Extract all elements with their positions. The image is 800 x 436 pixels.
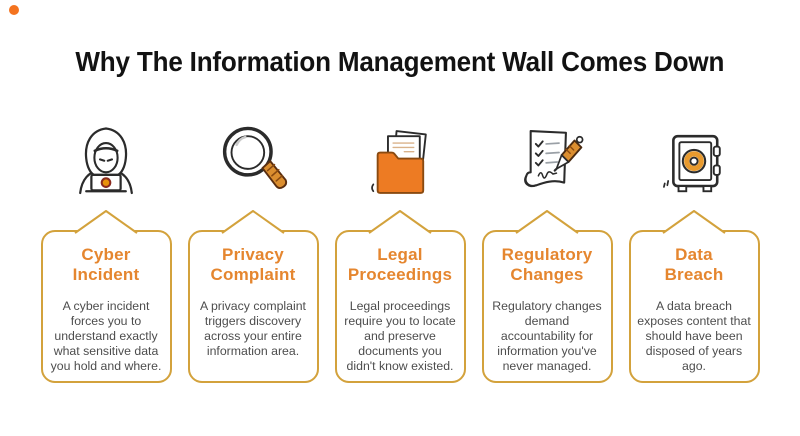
magnifier-icon — [188, 114, 319, 206]
card-title: Cyber Incident — [72, 245, 140, 285]
header: Why The Information Management Wall Come… — [0, 0, 800, 78]
folder-icon — [335, 114, 466, 206]
card-column-legal-proceedings: Legal Proceedings Legal proceedings requ… — [334, 114, 466, 383]
card-column-cyber-incident: Cyber Incident A cyber incident forces y… — [40, 114, 172, 383]
card-body: Regulatory changes demand accountability… — [492, 298, 602, 374]
info-card-data-breach: Data Breach A data breach exposes conten… — [628, 210, 760, 383]
card-column-privacy-complaint: Privacy Complaint A privacy complaint tr… — [187, 114, 319, 383]
card-title: Privacy Complaint — [210, 245, 296, 285]
card-column-data-breach: Data Breach A data breach exposes conten… — [628, 114, 760, 383]
card-body: A cyber incident forces you to understan… — [50, 298, 162, 374]
card-title: Data Breach — [664, 245, 724, 285]
hacker-icon — [41, 114, 172, 206]
info-card-privacy-complaint: Privacy Complaint A privacy complaint tr… — [187, 210, 319, 383]
safe-icon — [629, 114, 760, 206]
card-title: Regulatory Changes — [501, 245, 593, 285]
corner-dot — [9, 5, 19, 15]
info-card-legal-proceedings: Legal Proceedings Legal proceedings requ… — [334, 210, 466, 383]
info-card-cyber-incident: Cyber Incident A cyber incident forces y… — [40, 210, 172, 383]
page-title: Why The Information Management Wall Come… — [75, 46, 725, 77]
info-card-regulatory-changes: Regulatory Changes Regulatory changes de… — [481, 210, 613, 383]
card-pointer — [515, 210, 579, 234]
card-body: A privacy complaint triggers discovery a… — [200, 298, 306, 359]
card-pointer — [221, 210, 285, 234]
card-pointer — [368, 210, 432, 234]
card-body: Legal proceedings require you to locate … — [344, 298, 456, 374]
card-column-regulatory-changes: Regulatory Changes Regulatory changes de… — [481, 114, 613, 383]
card-pointer — [74, 210, 138, 234]
card-body: A data breach exposes content that shoul… — [637, 298, 751, 374]
card-title: Legal Proceedings — [347, 245, 453, 285]
cards-row: Cyber Incident A cyber incident forces y… — [0, 114, 800, 383]
card-pointer — [662, 210, 726, 234]
checklist-icon — [482, 114, 613, 206]
